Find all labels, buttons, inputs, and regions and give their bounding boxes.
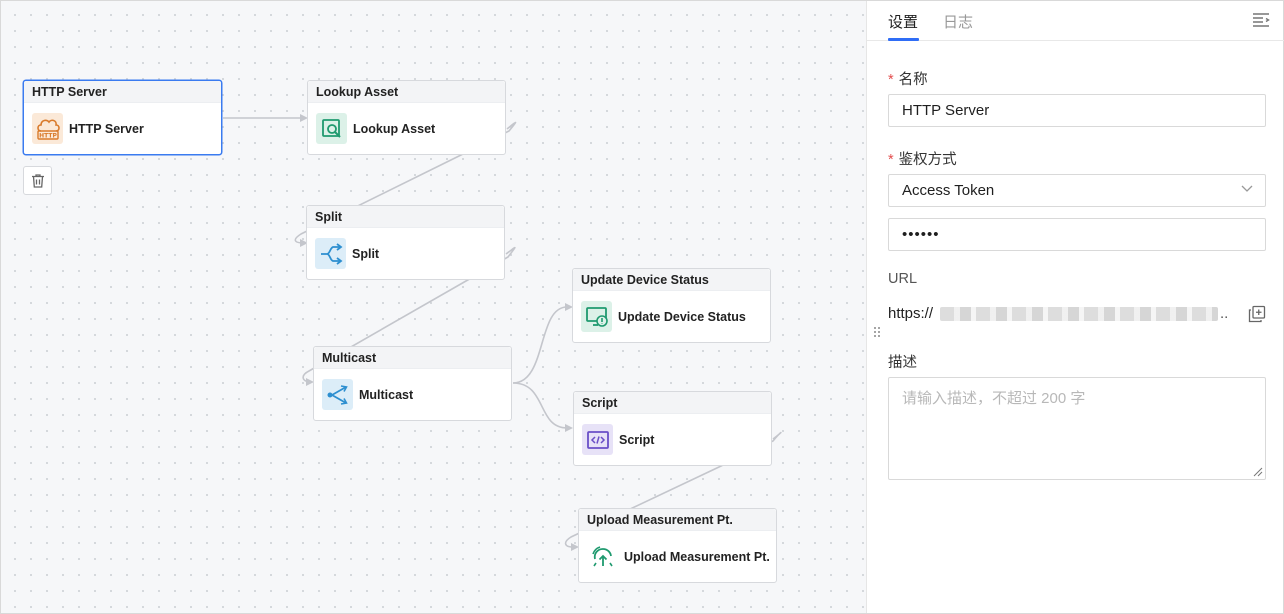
url-label: URL <box>888 271 918 287</box>
node-label: Update Device Status <box>618 309 746 324</box>
node-title: Script <box>574 392 771 414</box>
node-http-server[interactable]: HTTP Server HTTP HTTP Server <box>23 80 222 155</box>
node-label: HTTP Server <box>69 121 144 136</box>
node-label: Script <box>619 432 655 447</box>
url-ellipsis: .. <box>1220 305 1229 322</box>
node-split[interactable]: Split Split <box>306 205 505 280</box>
http-cloud-icon: HTTP <box>32 113 63 144</box>
description-label: 描述 <box>888 355 917 371</box>
node-upload-measurement[interactable]: Upload Measurement Pt. Upload Measuremen… <box>578 508 777 583</box>
node-title: Update Device Status <box>573 269 770 291</box>
node-multicast[interactable]: Multicast Multicast <box>313 346 512 421</box>
node-lookup-asset[interactable]: Lookup Asset Lookup Asset <box>307 80 506 155</box>
node-label: Lookup Asset <box>353 121 436 136</box>
description-placeholder: 请输入描述，不超过 200 字 <box>902 390 1086 407</box>
flow-canvas[interactable]: HTTP Server HTTP HTTP Server Lookup Asse… <box>1 1 866 613</box>
panel-tabs: 设置 日志 <box>867 1 1284 41</box>
split-icon <box>315 238 346 269</box>
node-label: Multicast <box>359 387 414 402</box>
name-label: *名称 <box>888 72 928 88</box>
node-label: Split <box>352 246 380 261</box>
node-script[interactable]: Script Script <box>573 391 772 466</box>
auth-method-label: *鉴权方式 <box>888 152 957 168</box>
edge-multicast-to-update <box>512 306 568 384</box>
svg-text:HTTP: HTTP <box>39 132 57 139</box>
resize-handle-icon[interactable] <box>1253 467 1263 477</box>
name-input[interactable]: HTTP Server <box>888 94 1266 127</box>
asset-search-icon <box>316 113 347 144</box>
drag-handle-icon[interactable] <box>873 326 881 338</box>
device-status-icon <box>581 301 612 332</box>
trash-icon <box>31 173 44 188</box>
node-title: Multicast <box>314 347 511 369</box>
multicast-icon <box>322 379 353 410</box>
node-title: Split <box>307 206 504 228</box>
description-textarea[interactable]: 请输入描述，不超过 200 字 <box>888 377 1266 480</box>
node-update-device-status[interactable]: Update Device Status Update Device Statu… <box>572 268 771 343</box>
url-prefix: https:// <box>888 305 934 322</box>
delete-node-button[interactable] <box>23 166 52 195</box>
script-code-icon <box>582 424 613 455</box>
chevron-down-icon <box>1241 185 1253 192</box>
node-title: HTTP Server <box>24 81 221 103</box>
node-title: Lookup Asset <box>308 81 505 103</box>
upload-measurement-icon <box>587 541 618 572</box>
collapse-panel-icon[interactable] <box>1252 12 1270 28</box>
arrow-to-script <box>565 424 573 432</box>
access-token-input[interactable]: •••••• <box>888 218 1266 251</box>
auth-method-value: Access Token <box>902 182 995 199</box>
tab-settings[interactable]: 设置 <box>888 14 919 31</box>
node-title: Upload Measurement Pt. <box>579 509 776 531</box>
node-label: Upload Measurement Pt. <box>624 549 770 564</box>
edge-multicast-to-script <box>512 382 568 429</box>
active-tab-indicator <box>888 38 919 41</box>
auth-method-select[interactable]: Access Token <box>888 174 1266 207</box>
url-redacted <box>940 307 1218 321</box>
copy-icon[interactable] <box>1248 305 1266 323</box>
tab-logs[interactable]: 日志 <box>943 14 974 31</box>
settings-panel: 设置 日志 *名称 HTTP Server *鉴权方式 Access Token… <box>866 1 1284 613</box>
